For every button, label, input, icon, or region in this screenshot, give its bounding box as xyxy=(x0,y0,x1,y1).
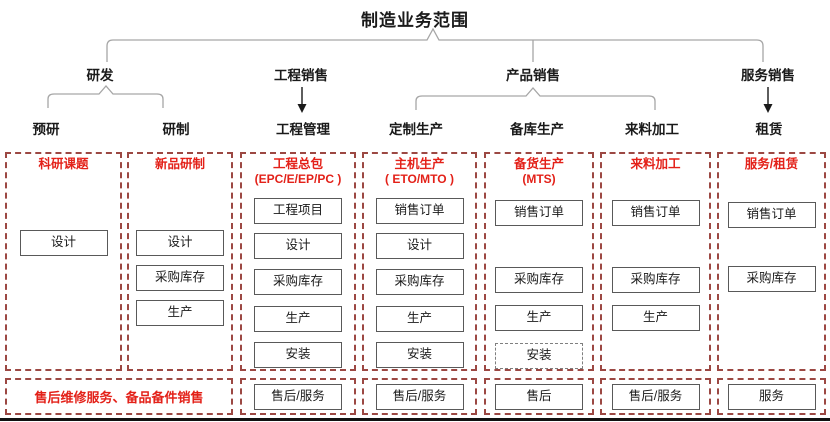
process-box: 采购库存 xyxy=(727,266,816,292)
bottom-aftersales-merged: 售后维修服务、备品备件销售 xyxy=(5,378,233,415)
column-header: 备货生产 xyxy=(513,157,564,171)
process-box-optional: 安装 xyxy=(495,343,583,369)
process-box: 生产 xyxy=(611,305,700,331)
process-box: 采购库存 xyxy=(611,267,700,293)
column-research-topics: 科研课题 设计 xyxy=(5,152,122,371)
process-box: 设计 xyxy=(254,233,342,259)
process-box: 销售订单 xyxy=(375,198,464,224)
process-box: 生产 xyxy=(254,306,342,332)
process-box: 销售订单 xyxy=(495,200,583,226)
bottom-box-service: 服务 xyxy=(717,378,826,415)
level3-incoming-processing: 来料加工 xyxy=(625,122,679,137)
bottom-box-epc: 售后/服务 xyxy=(240,378,356,415)
process-box: 设计 xyxy=(19,230,108,256)
process-box: 设计 xyxy=(375,233,464,259)
process-box: 售后/服务 xyxy=(611,384,700,410)
level3-engineering-management: 工程管理 xyxy=(276,122,330,137)
process-box: 销售订单 xyxy=(611,200,700,226)
service-sales-down-arrow-icon xyxy=(763,87,773,113)
process-box: 售后/服务 xyxy=(254,384,342,410)
column-subheader: ( ETO/MTO ) xyxy=(385,172,454,186)
column-eto-mto: 主机生产 ( ETO/MTO ) 销售订单 设计 采购库存 生产 安装 xyxy=(362,152,477,371)
process-box: 设计 xyxy=(136,230,224,256)
level2-service-sales: 服务销售 xyxy=(741,68,795,83)
process-box: 生产 xyxy=(495,305,583,331)
process-box: 工程项目 xyxy=(254,198,342,224)
aftersales-label: 售后维修服务、备品备件销售 xyxy=(34,390,204,405)
eng-sales-down-arrow-icon xyxy=(297,87,307,113)
product-sales-brace-line xyxy=(415,87,656,110)
level3-stock-production: 备库生产 xyxy=(510,122,564,137)
process-box: 生产 xyxy=(136,300,224,326)
column-incoming-processing: 来料加工 销售订单 采购库存 生产 xyxy=(600,152,711,371)
process-box: 采购库存 xyxy=(495,267,583,293)
level3-leasing: 租赁 xyxy=(755,122,783,137)
level3-custom-production: 定制生产 xyxy=(389,122,443,137)
column-epc: 工程总包 (EPC/E/EP/PC ) 工程项目 设计 采购库存 生产 安装 xyxy=(240,152,356,371)
column-service-leasing: 服务/租赁 销售订单 采购库存 xyxy=(717,152,826,371)
process-box: 销售订单 xyxy=(727,202,816,228)
process-box: 采购库存 xyxy=(136,265,224,291)
top-bracket-line xyxy=(106,27,764,62)
column-header: 主机生产 xyxy=(394,157,445,171)
diagram-title: 制造业务范围 xyxy=(361,11,469,30)
process-box: 安装 xyxy=(375,342,464,368)
column-mts: 备货生产 (MTS) 销售订单 采购库存 生产 安装 xyxy=(484,152,594,371)
rd-brace-line xyxy=(47,85,164,108)
process-box: 售后/服务 xyxy=(375,384,464,410)
level3-pre-research: 预研 xyxy=(32,122,60,137)
level2-product-sales: 产品销售 xyxy=(506,68,560,83)
bottom-box-incoming: 售后/服务 xyxy=(600,378,711,415)
column-new-product-dev: 新品研制 设计 采购库存 生产 xyxy=(127,152,233,371)
process-box: 安装 xyxy=(254,342,342,368)
level3-development: 研制 xyxy=(162,122,190,137)
bottom-box-mts: 售后 xyxy=(484,378,594,415)
level2-rd: 研发 xyxy=(86,68,114,83)
column-header: 科研课题 xyxy=(38,157,89,171)
bottom-divider xyxy=(0,418,830,421)
process-box: 采购库存 xyxy=(375,269,464,295)
column-header: 来料加工 xyxy=(630,157,681,171)
column-header: 工程总包 xyxy=(272,157,323,171)
column-subheader: (EPC/E/EP/PC ) xyxy=(254,172,342,186)
bottom-box-eto: 售后/服务 xyxy=(362,378,477,415)
column-header: 新品研制 xyxy=(154,157,205,171)
process-box: 服务 xyxy=(727,384,816,410)
column-subheader: (MTS) xyxy=(522,172,556,186)
process-box: 采购库存 xyxy=(254,269,342,295)
level2-engineering-sales: 工程销售 xyxy=(274,68,328,83)
process-box: 售后 xyxy=(495,384,583,410)
column-header: 服务/租赁 xyxy=(744,157,799,171)
process-box: 生产 xyxy=(375,306,464,332)
